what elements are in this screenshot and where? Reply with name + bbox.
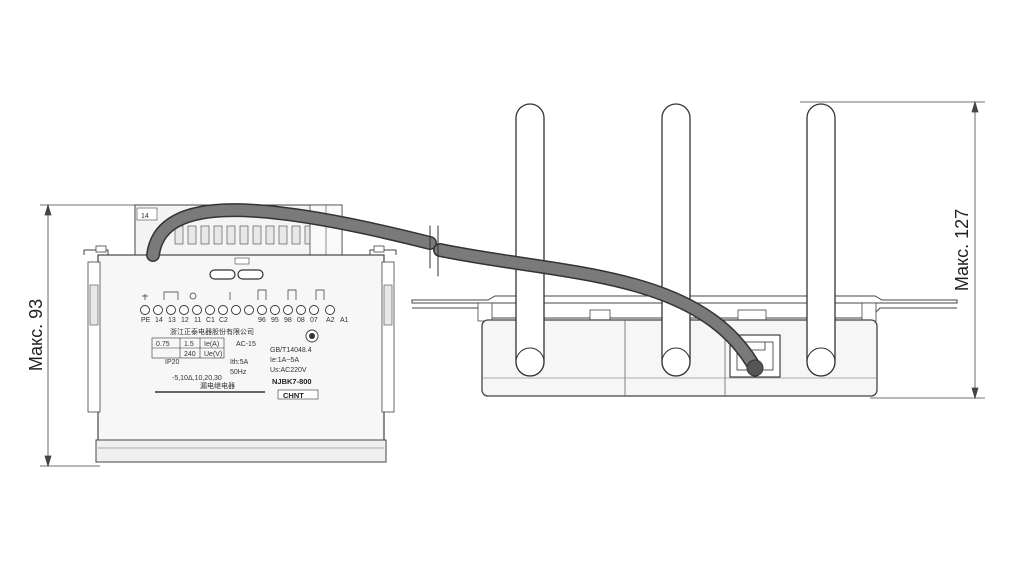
svg-text:95: 95	[271, 317, 279, 324]
svg-text:13: 13	[168, 317, 176, 324]
company-name: 浙江正泰电器股份有限公司	[170, 327, 254, 336]
svg-text:NJBK7-800: NJBK7-800	[272, 377, 312, 386]
svg-text:96: 96	[258, 317, 266, 324]
svg-text:11: 11	[194, 317, 201, 324]
svg-text:C1: C1	[206, 317, 215, 324]
brand-logo: CHNT	[283, 391, 304, 400]
relay-body: 14	[83, 204, 397, 463]
terminal-labels: PE 14 13 12 11 C1 C2 96 95 98 08 07 A2 A…	[141, 317, 349, 324]
current-transformer	[411, 103, 958, 397]
svg-text:C2: C2	[219, 317, 228, 324]
svg-text:08: 08	[297, 317, 305, 324]
svg-text:-5,10Δ,10,20,30: -5,10Δ,10,20,30	[172, 375, 222, 382]
right-dimension	[800, 100, 985, 400]
svg-text:14: 14	[155, 317, 163, 324]
svg-text:98: 98	[284, 317, 292, 324]
svg-text:240: 240	[184, 351, 196, 358]
svg-text:AC-15: AC-15	[236, 341, 256, 348]
ratings-table	[151, 337, 225, 359]
svg-text:IP20: IP20	[165, 359, 180, 366]
svg-text:Us:AC220V: Us:AC220V	[270, 367, 307, 374]
svg-text:07: 07	[310, 317, 318, 324]
svg-text:Ie:1A~5A: Ie:1A~5A	[270, 357, 299, 364]
svg-text:14: 14	[141, 213, 149, 220]
svg-text:漏电继电器: 漏电继电器	[200, 381, 235, 390]
left-dimension-label: Макс. 93	[26, 299, 46, 371]
left-dimension	[40, 203, 140, 468]
svg-text:Ie(A): Ie(A)	[204, 341, 219, 348]
connection-cable	[146, 203, 764, 377]
right-dimension-label: Макс. 127	[952, 209, 972, 291]
svg-text:A2: A2	[326, 317, 335, 324]
svg-text:0.75: 0.75	[156, 341, 170, 348]
svg-text:12: 12	[181, 317, 189, 324]
svg-text:GB/T14048.4: GB/T14048.4	[270, 347, 312, 354]
svg-text:Ith:5A: Ith:5A	[230, 359, 249, 366]
svg-text:50Hz: 50Hz	[230, 369, 247, 376]
svg-text:1.5: 1.5	[184, 341, 194, 348]
svg-text:PE: PE	[141, 317, 151, 324]
svg-text:A1: A1	[340, 317, 349, 324]
svg-text:Ue(V): Ue(V)	[204, 351, 222, 358]
